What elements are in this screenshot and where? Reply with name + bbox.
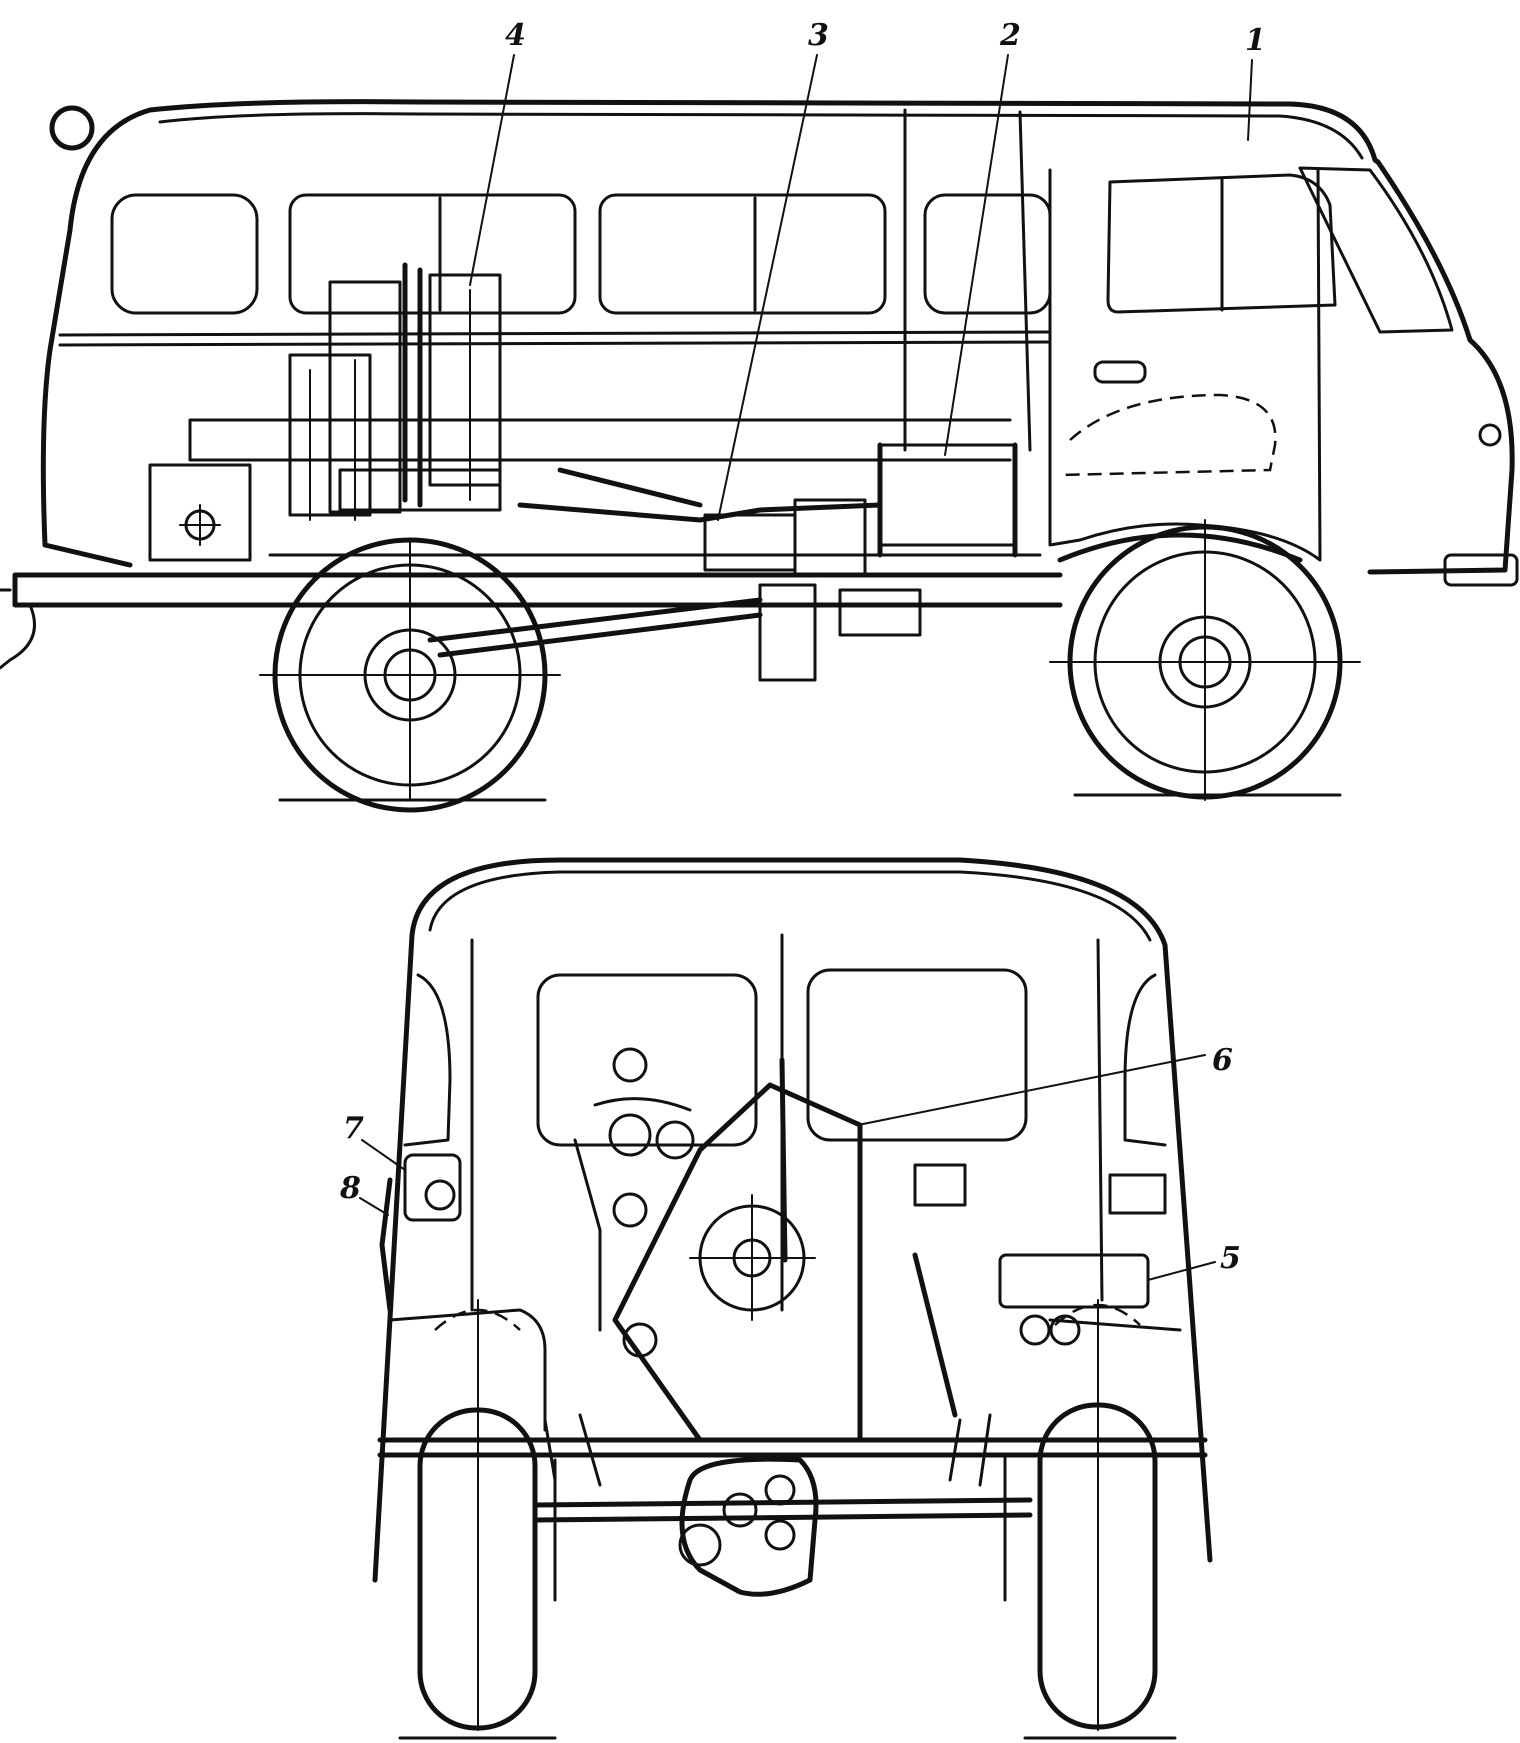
side-belt-line (58, 330, 1052, 347)
side-rear-window (110, 193, 259, 315)
drive-shaft (427, 597, 763, 658)
equipment-unit-4 (288, 262, 502, 521)
side-window-2 (598, 193, 887, 315)
callout-8-label: 8 (339, 1171, 361, 1206)
spare-mount-6 (612, 1057, 863, 1443)
transmission-3 (517, 467, 883, 523)
callout-3: 3 (717, 18, 829, 521)
callout-8: 8 (339, 1171, 389, 1216)
callout-3-label: 3 (808, 18, 829, 53)
rear-view (372, 857, 1213, 1740)
side-window-1 (288, 193, 577, 315)
equipment-box-5 (998, 1253, 1150, 1309)
front-wheel-side (1049, 519, 1361, 801)
callouts: 1 2 3 4 5 6 7 8 (339, 18, 1266, 1281)
callout-4-label: 4 (505, 18, 526, 53)
front-door (1048, 168, 1322, 562)
rear-wheel-left (417, 1299, 538, 1731)
windshield (1298, 166, 1454, 334)
callout-5-label: 5 (1220, 1241, 1241, 1276)
differential (679, 1456, 819, 1597)
side-body-outline (40, 99, 1515, 575)
rear-window-right (806, 968, 1028, 1142)
callout-6: 6 (857, 1043, 1233, 1126)
tow-hitch (0, 588, 36, 670)
callout-7: 7 (343, 1111, 406, 1171)
rear-box (148, 463, 252, 562)
side-roof-inner (158, 112, 1364, 160)
roof-beacon (49, 105, 95, 151)
door-handle (1093, 360, 1147, 384)
rear-lamp-7 (403, 1153, 462, 1222)
callout-5: 5 (1147, 1241, 1241, 1281)
rear-body-outline (372, 857, 1213, 1583)
side-view (0, 99, 1519, 813)
callout-1-label: 1 (1245, 23, 1266, 58)
callout-4: 4 (469, 18, 526, 286)
rear-wheel-right (1037, 1299, 1158, 1731)
callout-2: 2 (944, 18, 1021, 456)
side-window-3 (923, 193, 1052, 315)
rear-wheel-side (259, 537, 561, 813)
callout-6-label: 6 (1212, 1043, 1233, 1078)
rear-window-left (536, 973, 758, 1147)
chassis-frame (12, 572, 1063, 608)
callout-2-label: 2 (999, 18, 1021, 53)
callout-7-label: 7 (343, 1111, 364, 1146)
callout-1: 1 (1245, 23, 1266, 141)
lamp-8 (379, 1177, 393, 1313)
